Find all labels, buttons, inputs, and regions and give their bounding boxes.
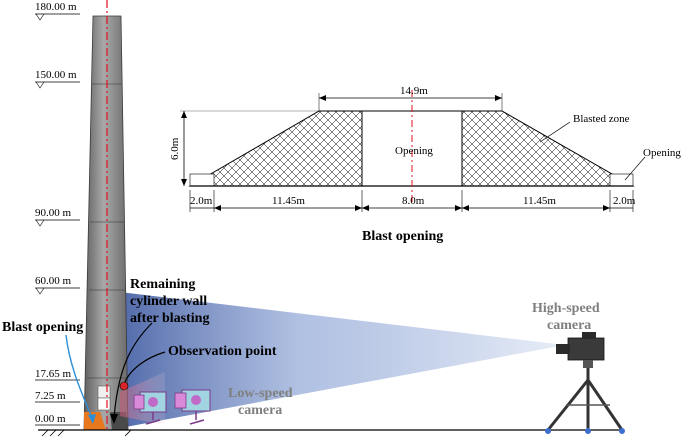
high-speed-camera-beam [120,292,565,428]
remaining-wall-label-3: after blasting [130,311,209,326]
dim-height: 6.0m [169,137,181,160]
opening-label: Opening [395,145,433,157]
high-speed-camera-label-2: camera [547,318,591,333]
remaining-wall-label-1: Remaining [130,277,195,292]
chimney [83,15,129,431]
blast-opening-label: Blast opening [2,320,83,335]
dim-11-45m-left: 11.45m [272,195,305,207]
remaining-wall-arrow [113,322,153,419]
blast-opening-diagram [180,90,646,212]
elevation-0: 0.00 m [35,413,66,425]
dim-top-width: 14.9m [400,85,428,97]
high-speed-camera [545,332,625,434]
dim-2m-left: 2.0m [190,195,213,207]
blast-opening-title: Blast opening [362,229,443,244]
observation-point-arrow [124,351,166,383]
elevation-90: 90.00 m [35,207,72,219]
side-opening-label: Opening [643,147,681,159]
dim-8m: 8.0m [402,195,425,207]
elevation-7-25: 7.25 m [35,390,66,402]
low-speed-cameras [120,372,211,425]
observation-point-label: Observation point [168,344,277,359]
low-speed-camera-label-2: camera [238,403,282,418]
blasted-zone-label: Blasted zone [573,113,630,125]
low-speed-camera-label-1: Low-speed [228,386,293,401]
ground-hatch [41,429,132,437]
elevation-150: 150.00 m [35,69,77,81]
elevation-180: 180.00 m [35,1,77,13]
elevation-60: 60.00 m [35,275,72,287]
elevation-markers [35,13,80,426]
remaining-wall-label-2: cylinder wall [130,294,207,309]
dim-2m-right: 2.0m [613,195,636,207]
elevation-17-65: 17.65 m [35,368,72,380]
dim-11-45m-right: 11.45m [523,195,556,207]
observation-point-marker [119,381,129,391]
blast-opening-arrow [65,334,93,419]
high-speed-camera-label-1: High-speed [532,301,600,316]
